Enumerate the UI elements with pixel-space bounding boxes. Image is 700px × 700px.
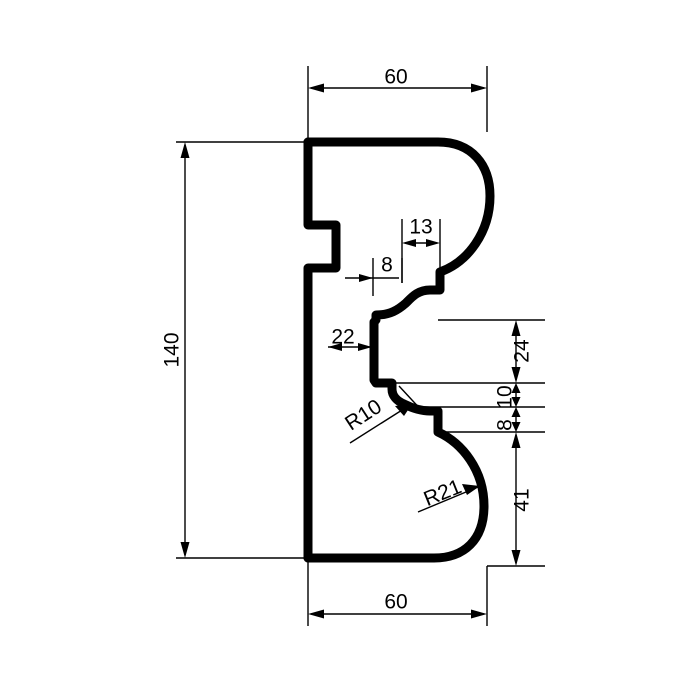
arrowhead-22-right: [358, 343, 372, 351]
dim-label-fascia-offset: 22: [331, 326, 354, 349]
arrowhead-24-bottom: [511, 367, 521, 383]
arrowhead-24-top: [511, 320, 521, 336]
dim-label-bead-height: 10: [494, 385, 517, 408]
arrowhead-left-bottom: [180, 542, 190, 558]
arrowhead-13-right: [426, 239, 440, 247]
arrowhead-top-left: [308, 83, 324, 93]
arrowhead-10-bottom: [511, 397, 521, 407]
arrowhead-8-upper: [359, 274, 373, 282]
dim-label-total-height: 140: [161, 332, 184, 367]
dim-label-lower-bulge-height: 41: [511, 488, 534, 511]
arrowhead-8-right-bottom: [511, 422, 521, 432]
dimension-arrowheads-group: [180, 83, 521, 619]
arrowhead-41-bottom: [511, 550, 521, 566]
arrowhead-13-left: [402, 239, 416, 247]
dim-label-bottom-width: 60: [384, 591, 407, 614]
arrowhead-bottom-left: [308, 609, 324, 619]
molding-left-wall-with-notch: [303, 137, 341, 563]
dim-label-fillet-height: 8: [494, 419, 517, 431]
dim-label-radius-large: R21: [420, 475, 464, 511]
arrowhead-41-top: [511, 432, 521, 448]
arrowhead-left-top: [180, 142, 190, 158]
arrowhead-10-top: [511, 383, 521, 393]
dim-label-top-width: 60: [384, 66, 407, 89]
dimension-text-group: 60 60 140 13 8 22 24 10 8 41 R10 R21: [161, 66, 534, 614]
dim-label-upper-offset: 8: [381, 254, 393, 277]
molding-profile-outline: [303, 137, 495, 563]
dim-label-radius-small: R10: [341, 395, 386, 435]
arrowhead-22-left: [328, 343, 342, 351]
arrowhead-8-right-top: [511, 407, 521, 417]
arrowhead-bottom-right: [471, 609, 487, 619]
dim-label-fascia-height: 24: [511, 339, 534, 363]
arrowhead-r21: [462, 484, 480, 495]
dim-label-upper-step-width: 13: [409, 216, 432, 239]
arrowhead-top-right: [471, 83, 487, 93]
